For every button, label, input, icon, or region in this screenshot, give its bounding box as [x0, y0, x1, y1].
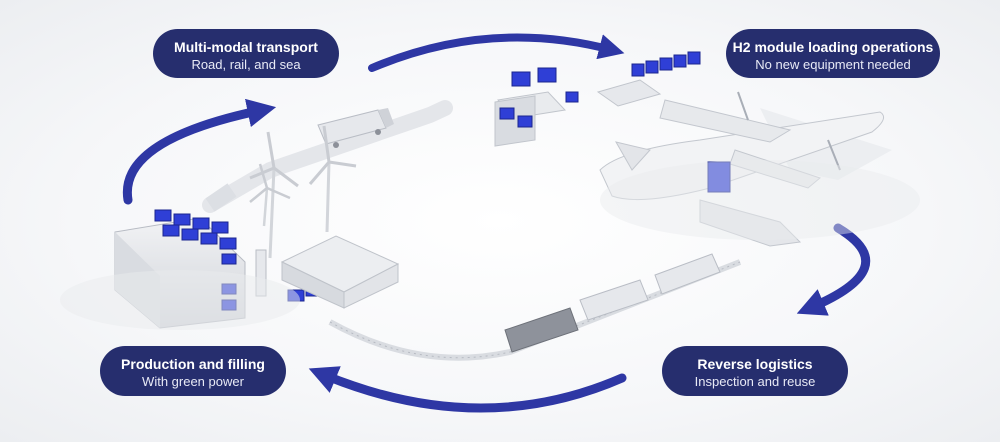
stage-transport-subtitle: Road, rail, and sea	[191, 57, 301, 72]
loading-area	[494, 51, 701, 147]
stage-reverse-badge: Reverse logistics Inspection and reuse	[662, 346, 848, 396]
curved-arrow-icon	[796, 223, 871, 316]
roads	[202, 100, 453, 213]
stage-reverse-subtitle: Inspection and reuse	[694, 374, 816, 389]
stage-transport-title: Multi-modal transport	[174, 39, 318, 55]
curved-arrow-icon	[122, 98, 277, 205]
h2-module-icon	[499, 51, 701, 128]
stage-production-title: Production and filling	[121, 356, 265, 372]
stage-h2-loading-title: H2 module loading operations	[732, 39, 934, 55]
curved-arrow-icon	[308, 366, 627, 413]
warehouse	[280, 235, 400, 309]
flow-arrows	[122, 33, 871, 413]
stage-transport-badge: Multi-modal transport Road, rail, and se…	[153, 29, 339, 78]
wind-turbine-icon	[249, 125, 357, 259]
stage-production-subtitle: With green power	[142, 374, 244, 389]
curved-arrow-icon	[368, 33, 625, 72]
stage-production-badge: Production and filling With green power	[100, 346, 286, 396]
stage-reverse-title: Reverse logistics	[697, 356, 813, 372]
train-icon	[504, 253, 721, 353]
stage-h2-loading-subtitle: No new equipment needed	[755, 57, 911, 72]
ground-shadows	[60, 160, 920, 330]
airplane-icon	[599, 91, 892, 247]
railway	[328, 259, 742, 361]
stage-h2-loading-badge: H2 module loading operations No new equi…	[726, 29, 940, 78]
truck-icon	[317, 108, 394, 148]
